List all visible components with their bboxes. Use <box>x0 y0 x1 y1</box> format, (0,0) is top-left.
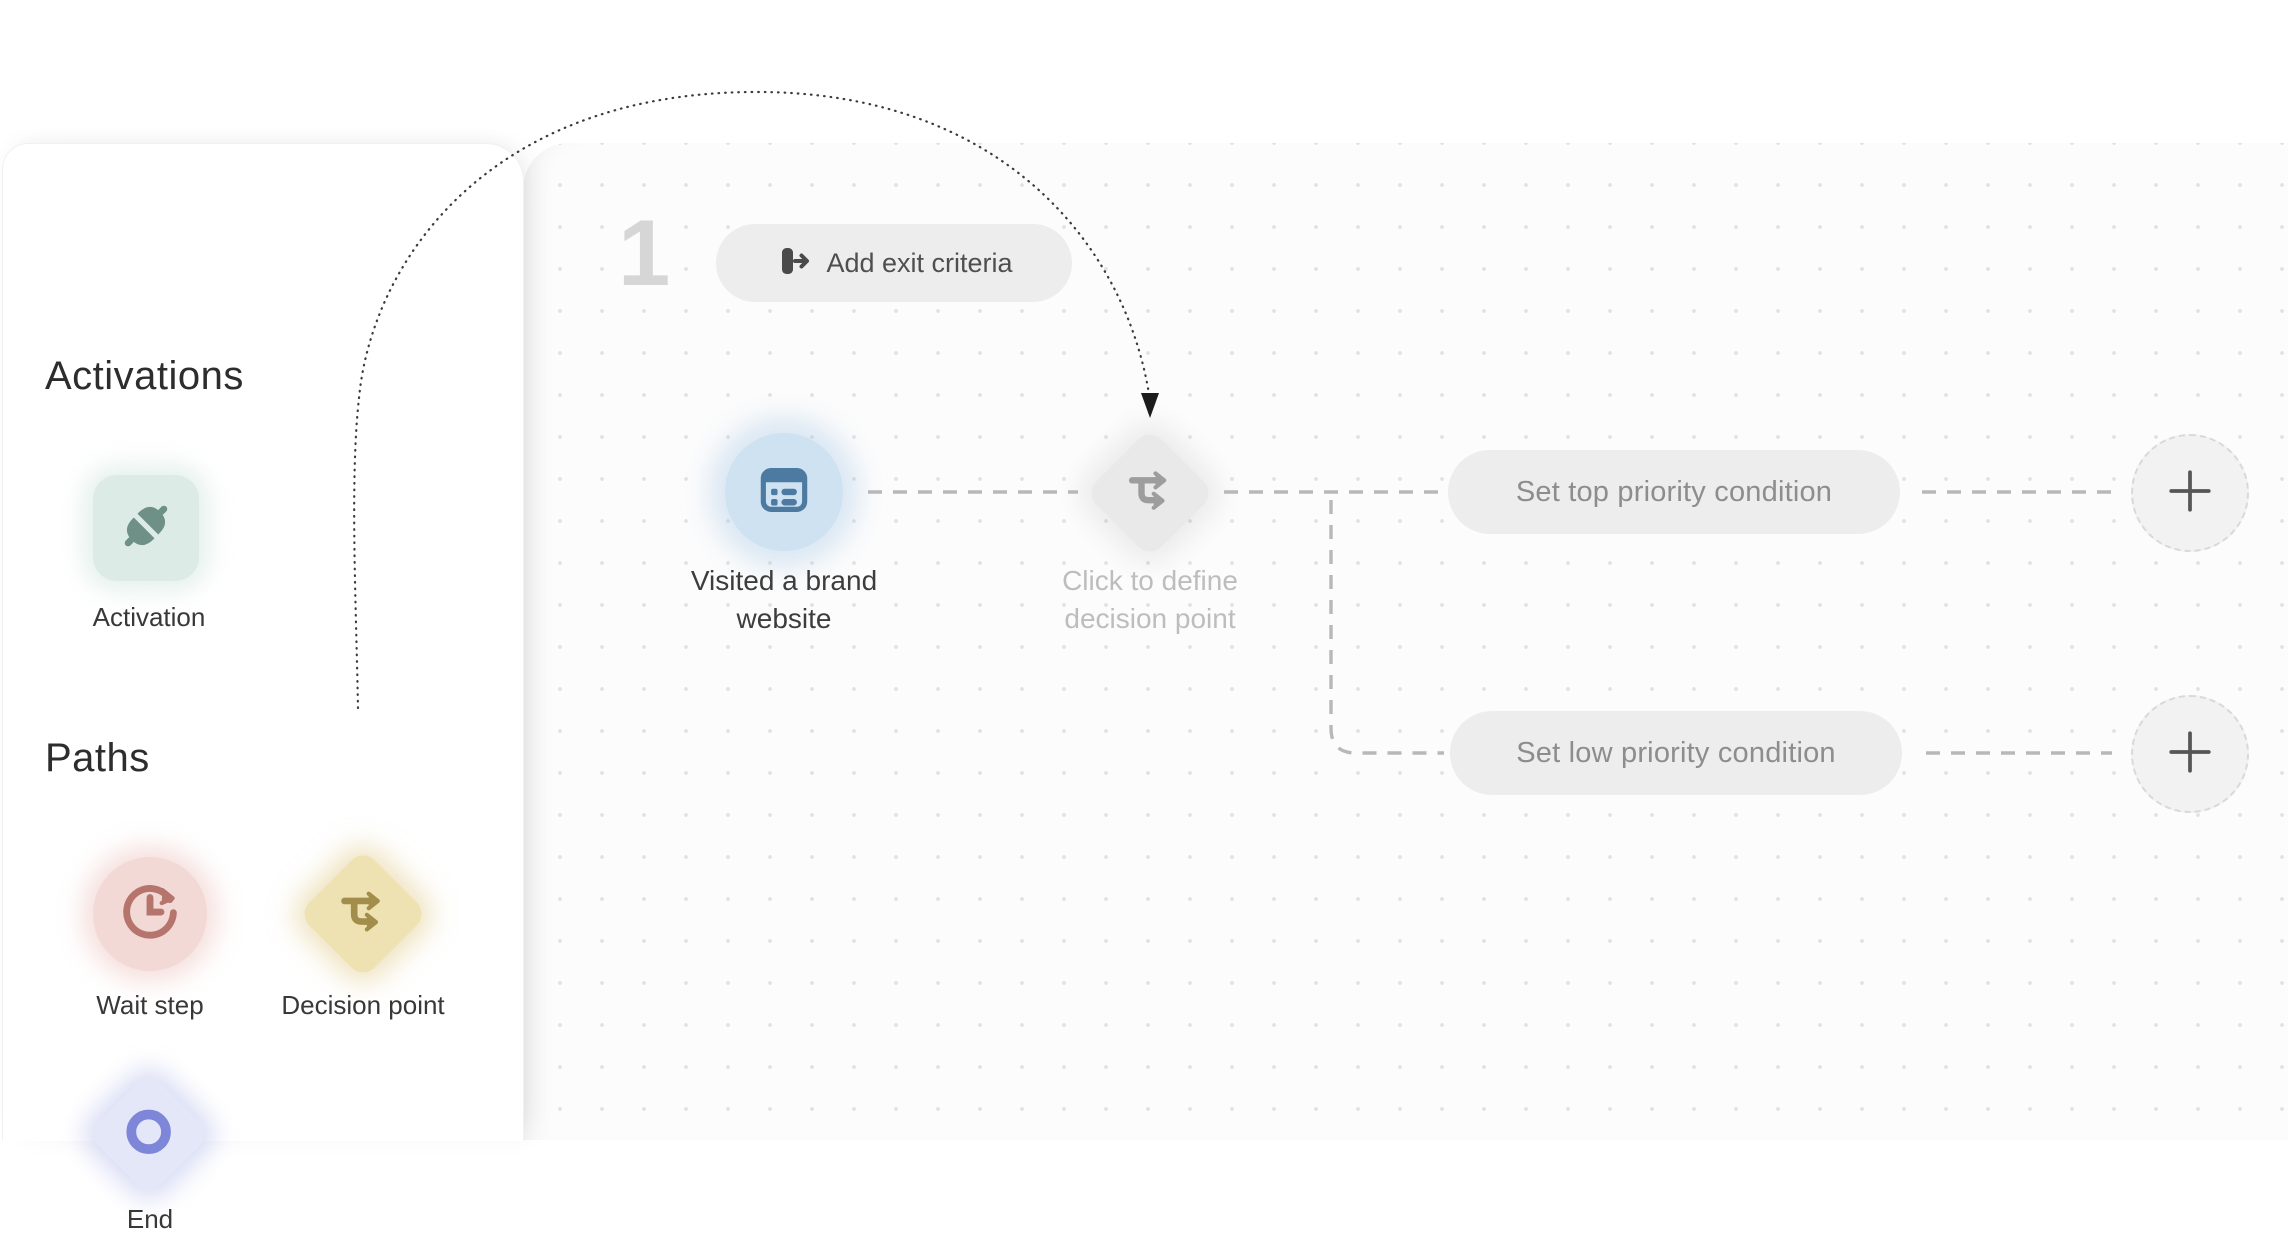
add-exit-criteria-button[interactable]: Add exit criteria <box>716 224 1072 302</box>
palette-tile-end[interactable] <box>86 1071 212 1197</box>
palette-tile-decision-point[interactable] <box>297 848 429 980</box>
browser-list-icon <box>753 459 815 526</box>
palette-label-activation: Activation <box>92 602 206 632</box>
palette-label-decision-point: Decision point <box>281 990 445 1020</box>
plug-icon <box>114 494 178 563</box>
branch-arrows-icon <box>1122 463 1178 524</box>
palette-label-wait-step: Wait step <box>96 990 204 1020</box>
low-priority-condition-label: Set low priority condition <box>1516 736 1836 769</box>
top-priority-condition-button[interactable]: Set top priority condition <box>1448 450 1900 534</box>
palette-tile-activation[interactable] <box>93 475 199 581</box>
decision-node-placeholder: Click to define decision point <box>1062 565 1238 634</box>
palette-label-end: End <box>126 1204 174 1234</box>
palette-tile-wait-step[interactable] <box>93 857 207 971</box>
wait-clock-icon <box>117 879 183 950</box>
top-priority-condition-label: Set top priority condition <box>1515 475 1833 508</box>
section-title-paths: Paths <box>45 736 150 780</box>
section-title-activations: Activations <box>45 354 244 398</box>
add-exit-criteria-label: Add exit criteria <box>826 247 1013 278</box>
low-priority-condition-button[interactable]: Set low priority condition <box>1450 711 1902 795</box>
add-step-top-button[interactable] <box>2131 434 2249 552</box>
branch-arrows-icon <box>334 883 392 946</box>
exit-arrow-icon <box>775 243 811 284</box>
plus-icon <box>2165 727 2215 782</box>
step-number: 1 <box>618 200 671 305</box>
add-step-low-button[interactable] <box>2131 695 2249 813</box>
trigger-node-label: Visited a brand website <box>690 565 878 634</box>
journey-builder-app: Activations Activation Paths <box>2 90 2288 1234</box>
trigger-node-visited-brand-website[interactable] <box>725 433 843 551</box>
end-ring-icon <box>123 1106 175 1163</box>
plus-icon <box>2165 466 2215 521</box>
node-palette-sidebar: Activations Activation Paths <box>2 143 524 1234</box>
